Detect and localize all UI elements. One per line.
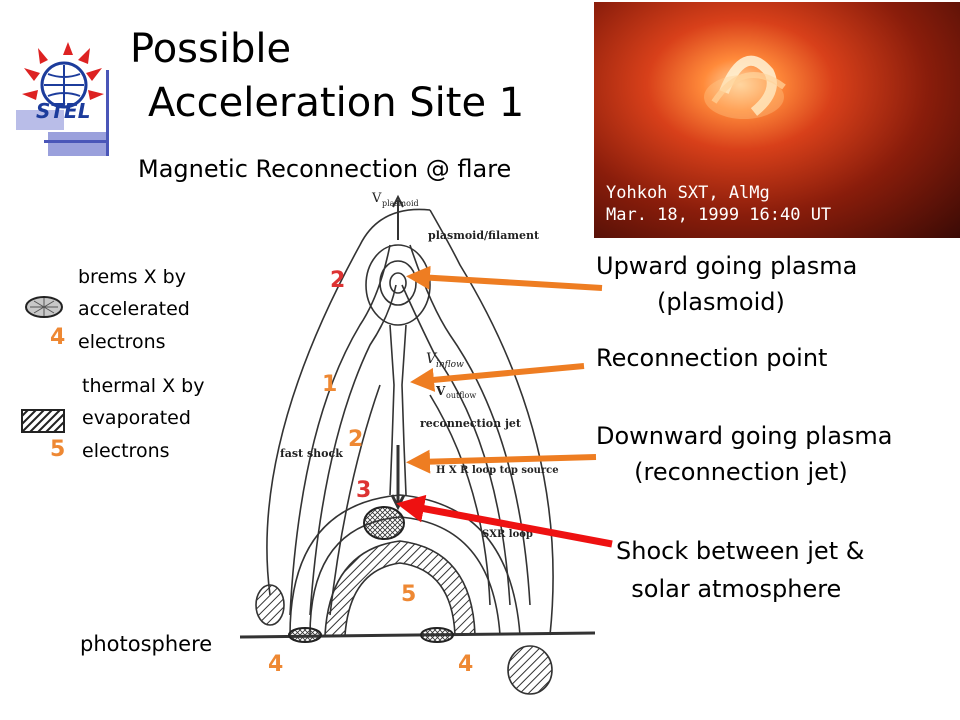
image-caption-line1: Yohkoh SXT, AlMg [606,183,770,203]
sketch-recon-jet: reconnection jet [420,417,522,430]
page-subtitle: Magnetic Reconnection @ flare [138,155,512,183]
reconnection-sketch: V plasmoid plasmoid/filament V inflow V … [230,185,600,715]
diagram-number-1: 1 [322,372,338,397]
page-title-line2: Acceleration Site 1 [148,80,525,126]
sketch-vinflow-sub: inflow [436,360,464,370]
sketch-fast-shock: fast shock [280,447,343,460]
legend-thermal-swatch [20,408,68,434]
sketch-sxr-loop: SXR loop [482,529,533,540]
annotation-shock-line1: Shock between jet & [616,537,865,565]
diagram-number-4-right: 4 [458,652,474,677]
diagram-number-4-left: 4 [268,652,284,677]
annotation-reconnection-point: Reconnection point [596,344,828,372]
page-title-line1: Possible [130,26,292,72]
sketch-vplasmoid: V [371,191,382,206]
annotation-upward-line1: Upward going plasma [596,252,858,280]
annotation-shock-line2: solar atmosphere [616,575,842,603]
logo-text: STEL [36,99,90,123]
legend-thermal-line1: thermal X by [82,375,205,397]
stel-logo: STEL [8,40,118,160]
legend-thermal-line2: evaporated [82,407,191,429]
sketch-vinflow: V [426,351,438,367]
legend-brems-line3: electrons [78,331,166,353]
diagram-number-5: 5 [401,582,417,607]
sketch-hxr-loop: H X R loop top source [436,465,559,476]
diagram-number-2-upper: 2 [330,268,346,293]
photosphere-label: photosphere [80,632,213,656]
legend-brems-swatch [20,292,68,322]
legend-brems-line2: accelerated [78,298,190,320]
sketch-voutflow: V [435,384,446,398]
legend-number-4: 4 [50,325,66,350]
sketch-vplasmoid-sub: plasmoid [382,199,419,208]
annotation-upward-line2: (plasmoid) [596,288,785,316]
legend-thermal-line3: electrons [82,440,170,462]
annotation-downward-line1: Downward going plasma [596,422,893,450]
annotation-downward-line2: (reconnection jet) [596,458,848,486]
yohkoh-sxt-image: Yohkoh SXT, AlMg Mar. 18, 1999 16:40 UT [594,2,960,238]
diagram-number-3: 3 [356,478,372,503]
legend-number-5: 5 [50,437,66,462]
legend-brems-line1: brems X by [78,266,186,288]
diagram-number-2-lower: 2 [348,427,364,452]
image-caption-line2: Mar. 18, 1999 16:40 UT [606,205,832,225]
sketch-voutflow-sub: outflow [446,391,476,400]
sketch-plasmoid-filament: plasmoid/filament [428,229,540,242]
